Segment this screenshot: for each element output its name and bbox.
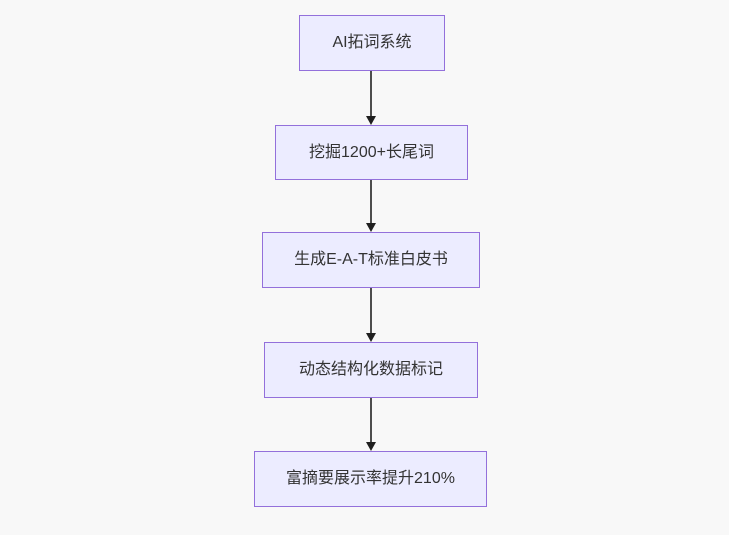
node-label: 动态结构化数据标记 xyxy=(298,361,443,379)
arrow-down-icon xyxy=(366,442,376,451)
arrow-down-icon xyxy=(366,116,376,125)
arrow-down-icon xyxy=(366,223,376,232)
node-label: 富摘要展示率提升210% xyxy=(286,470,455,488)
flow-node-longtail-mining: 挖掘1200+长尾词 xyxy=(275,125,468,180)
arrow-line xyxy=(370,71,372,117)
node-label: 生成E-A-T标准白皮书 xyxy=(294,251,448,269)
arrow-line xyxy=(370,180,372,224)
flow-node-ai-word-system: AI拓词系统 xyxy=(299,15,445,71)
flow-node-eat-whitepaper: 生成E-A-T标准白皮书 xyxy=(262,232,480,288)
arrow-line xyxy=(370,398,372,443)
flow-arrow-2 xyxy=(365,180,377,232)
flow-node-rich-snippet-result: 富摘要展示率提升210% xyxy=(254,451,487,507)
arrow-line xyxy=(370,288,372,334)
flow-arrow-3 xyxy=(365,288,377,342)
flow-node-structured-data: 动态结构化数据标记 xyxy=(264,342,478,398)
node-label: 挖掘1200+长尾词 xyxy=(309,143,434,161)
node-label: AI拓词系统 xyxy=(332,34,412,52)
arrow-down-icon xyxy=(366,333,376,342)
flow-arrow-1 xyxy=(365,71,377,125)
flow-arrow-4 xyxy=(365,398,377,451)
